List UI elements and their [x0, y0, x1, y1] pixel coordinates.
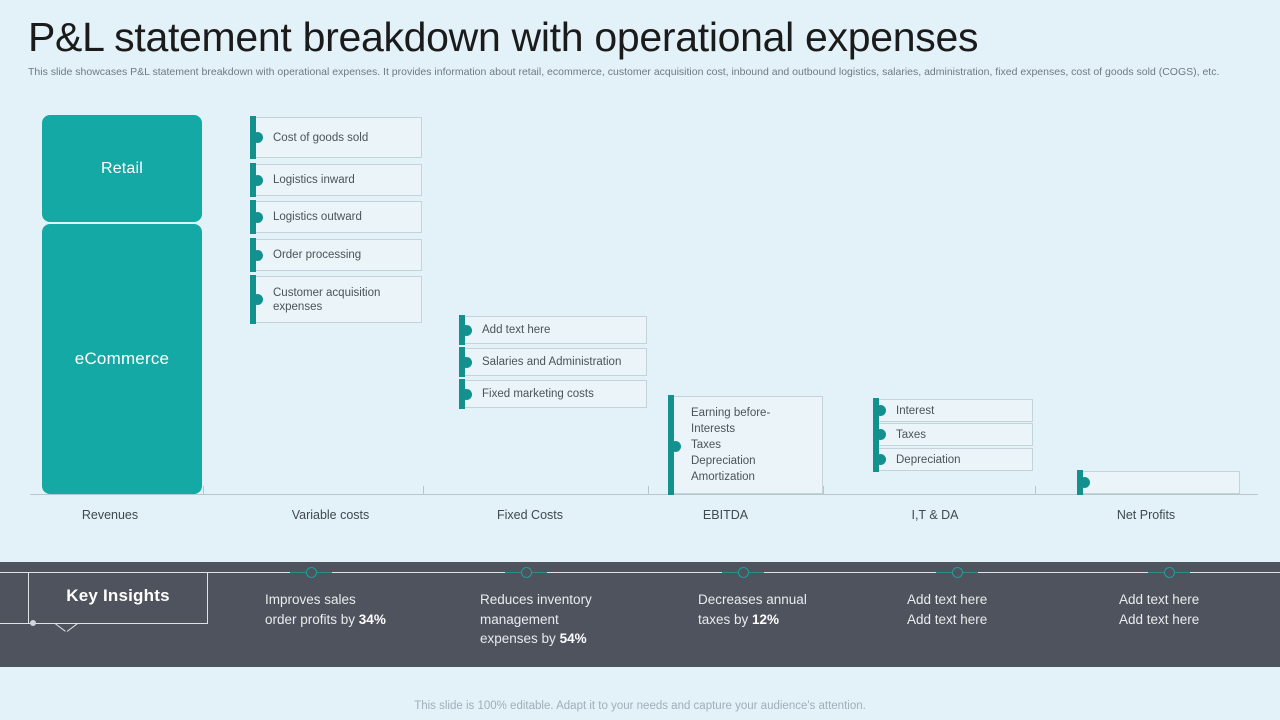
insight-item: Improves sales order profits by 34% [265, 590, 475, 629]
chevron-down-icon [66, 623, 78, 632]
axis-label-variable-costs: Variable costs [291, 508, 370, 522]
key-insights-heading: Key Insights [66, 585, 170, 605]
revenue-block-ecommerce[interactable]: eCommerce [42, 224, 202, 494]
item-dot-icon [875, 454, 886, 465]
fixed-cost-item-salaries-administration[interactable]: Salaries and Administration [459, 347, 647, 377]
page-title: P&L statement breakdown with operational… [28, 14, 979, 60]
axis-tick [1035, 486, 1036, 495]
insight-line-2: Add text here [1119, 611, 1200, 627]
axis-label-revenues: Revenues [81, 508, 139, 522]
revenue-block-retail-label: Retail [100, 159, 144, 177]
revenue-block-ecommerce-label: eCommerce [74, 349, 170, 368]
axis-label-fixed-costs: Fixed Costs [497, 508, 563, 522]
insight-line-2: taxes by 12% [698, 611, 780, 627]
variable-cost-item-customer-acquisition[interactable]: Customer acquisition expenses [250, 275, 422, 324]
fixed-cost-item-add-text[interactable]: Add text here [459, 315, 647, 345]
itda-item-taxes[interactable]: Taxes [873, 422, 1033, 447]
insight-item: Add text here Add text here [1119, 590, 1280, 629]
item-label: Add text here [482, 324, 551, 336]
insight-node-icon [306, 567, 317, 578]
item-dot-icon [461, 356, 472, 368]
item-label: Earning before- Interests Taxes Deprecia… [691, 407, 771, 483]
insight-item: Add text here Add text here [907, 590, 1107, 629]
insight-node-icon [738, 567, 749, 578]
item-dot-icon [252, 294, 263, 305]
variable-cost-item-order-processing[interactable]: Order processing [250, 238, 422, 272]
ebitda-item-definition[interactable]: Earning before- Interests Taxes Deprecia… [668, 395, 823, 495]
chart-baseline [30, 494, 1258, 495]
item-label: Depreciation [896, 453, 961, 466]
variable-cost-item-cogs[interactable]: Cost of goods sold [250, 116, 422, 159]
insight-line-2: Add text here [907, 611, 988, 627]
key-insights-bar: Key Insights Improves sales order profit… [0, 562, 1280, 667]
item-label: Fixed marketing costs [482, 388, 594, 400]
insight-line-2: order profits by 34% [265, 611, 386, 627]
axis-tick [203, 486, 204, 495]
insight-line-1: Add text here [1119, 592, 1200, 607]
axis-label-net-profits: Net Profits [1116, 508, 1176, 522]
revenue-block-retail[interactable]: Retail [42, 115, 202, 222]
item-dot-icon [670, 441, 681, 452]
item-label: Taxes [896, 428, 927, 441]
item-dot-icon [252, 211, 263, 223]
insight-line-1: Reduces inventory [480, 592, 592, 607]
item-dot-icon [875, 405, 886, 416]
insight-node-icon [1164, 567, 1175, 578]
item-label: Cost of goods sold [273, 131, 369, 144]
fixed-cost-item-fixed-marketing-costs[interactable]: Fixed marketing costs [459, 379, 647, 409]
item-label: Logistics outward [273, 211, 362, 223]
insight-line-1: Add text here [907, 592, 988, 607]
itda-item-depreciation[interactable]: Depreciation [873, 447, 1033, 472]
item-dot-icon [461, 388, 472, 400]
axis-tick [823, 486, 824, 495]
insight-node-icon [521, 567, 532, 578]
insight-line-1: Improves sales [265, 592, 356, 607]
variable-cost-item-logistics-outward[interactable]: Logistics outward [250, 200, 422, 234]
chevron-down-icon [54, 623, 66, 632]
insight-item: Reduces inventory management expenses by… [480, 590, 680, 649]
item-dot-icon [875, 429, 886, 440]
axis-label-itda: I,T & DA [911, 508, 959, 522]
item-dot-icon [252, 132, 263, 143]
page-subtitle: This slide showcases P&L statement break… [28, 66, 1220, 78]
item-dot-icon [252, 249, 263, 261]
item-dot-icon [461, 324, 472, 336]
item-label: Order processing [273, 249, 362, 261]
insights-top-divider [0, 572, 1280, 573]
insight-item: Decreases annual taxes by 12% [698, 590, 898, 629]
waterfall-chart: Retail eCommerce Cost of goods sold Logi… [0, 104, 1280, 544]
insight-line-1: Decreases annual [698, 592, 807, 607]
item-label: Interest [896, 404, 935, 417]
insight-line-2: management [480, 611, 559, 627]
insight-line-3: expenses by 54% [480, 631, 587, 646]
item-label: Salaries and Administration [482, 356, 622, 368]
item-dot-icon [252, 174, 263, 186]
item-label: Logistics inward [273, 174, 355, 186]
key-insights-connector-dot-icon [30, 620, 36, 626]
item-label: Customer acquisition expenses [273, 286, 381, 313]
insight-node-icon [952, 567, 963, 578]
axis-tick [423, 486, 424, 495]
item-dot-icon [1079, 477, 1090, 488]
variable-cost-item-logistics-inward[interactable]: Logistics inward [250, 163, 422, 197]
key-insights-connector-line [0, 623, 29, 624]
axis-label-ebitda: EBITDA [702, 508, 749, 522]
axis-tick [648, 486, 649, 495]
key-insights-box: Key Insights [28, 572, 208, 624]
footer-note: This slide is 100% editable. Adapt it to… [414, 700, 866, 712]
itda-item-interest[interactable]: Interest [873, 398, 1033, 423]
net-profit-item-empty[interactable] [1077, 470, 1240, 495]
